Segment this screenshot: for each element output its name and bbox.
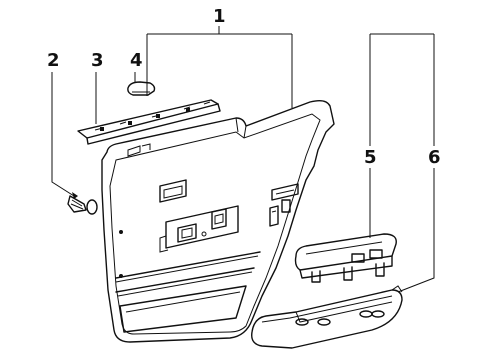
clip-cap-part — [127, 81, 156, 96]
armrest-base-part — [294, 233, 397, 283]
upper-garnish-strip — [77, 99, 221, 145]
callout-4: 4 — [130, 50, 143, 71]
door-trim-panel — [101, 99, 335, 343]
callout-6: 6 — [428, 147, 441, 168]
callout-3: 3 — [91, 50, 104, 71]
screw-clip-part — [67, 192, 98, 215]
callout-5: 5 — [364, 147, 377, 168]
leader-lines — [51, 26, 435, 293]
callout-2: 2 — [47, 50, 60, 71]
armrest-cover-part — [251, 285, 403, 349]
callout-1: 1 — [213, 6, 226, 27]
